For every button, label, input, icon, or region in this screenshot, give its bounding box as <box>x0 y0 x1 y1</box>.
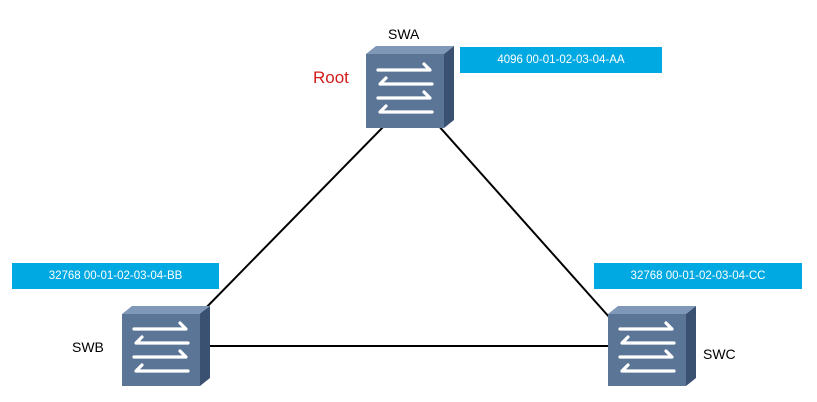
swc-name-label: SWC <box>703 346 736 362</box>
link-swa-swb <box>195 123 387 319</box>
swb-bridge-id-box: 32768 00-01-02-03-04-BB <box>12 263 219 289</box>
swa-bridge-id-box: 4096 00-01-02-03-04-AA <box>460 47 662 73</box>
swc-bridge-id-box: 32768 00-01-02-03-04-CC <box>594 263 802 289</box>
link-swa-swc <box>436 123 611 319</box>
swb-switch-icon <box>122 306 210 386</box>
swa-switch-icon <box>366 46 454 128</box>
swc-switch-icon <box>608 306 696 386</box>
swa-name-label: SWA <box>388 26 420 42</box>
swb-name-label: SWB <box>72 339 104 355</box>
root-label: Root <box>313 68 349 87</box>
